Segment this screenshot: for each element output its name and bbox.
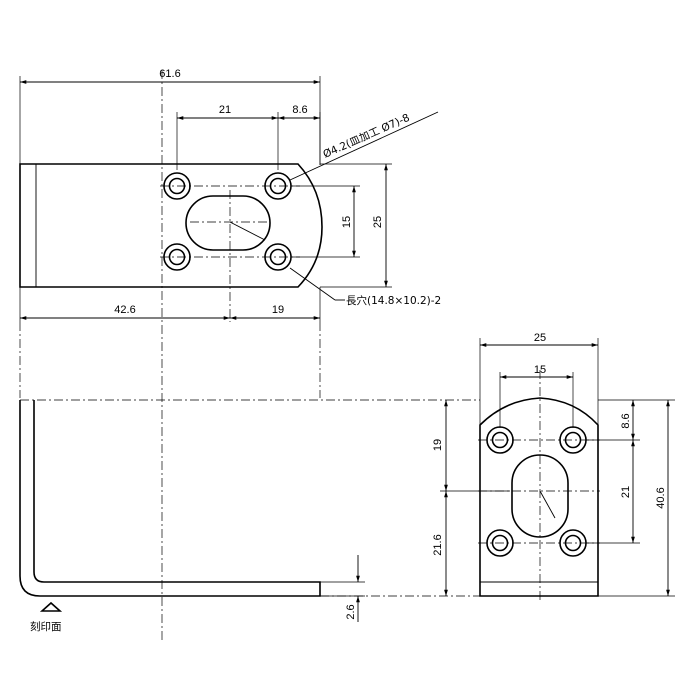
hole-top-right <box>264 172 292 200</box>
dim-hole-spacing-h: 21 <box>219 104 231 116</box>
dim-hole-offset-edge: 8.6 <box>292 104 307 116</box>
marking-surface-triangle-icon <box>39 601 63 612</box>
side-dim-top-offset: 8.6 <box>620 413 632 428</box>
dim-overall-width: 61.6 <box>159 68 180 80</box>
marking-surface-label: 刻印面 <box>30 620 62 633</box>
hole-bottom-left <box>163 243 191 271</box>
top-plate-outline <box>19 163 323 288</box>
slot-top-view <box>185 195 271 251</box>
hole-note: Ø4.2(皿加工 Ø7)-8 <box>321 112 411 161</box>
side-view: 25 15 8.6 21 40.6 19 21.6 <box>432 332 675 600</box>
dim-plate-width: 25 <box>372 216 384 228</box>
side-dim-upper-height: 19 <box>432 439 444 451</box>
side-dim-plate-width: 25 <box>534 332 546 344</box>
slot-side-view <box>511 454 569 538</box>
hole-top-left <box>163 172 191 200</box>
dim-slot-to-edge: 19 <box>272 304 284 316</box>
slot-note: 長穴(14.8×10.2)-2 <box>346 294 441 307</box>
dim-hole-spacing-v: 15 <box>341 216 353 228</box>
hole-bottom-right <box>264 243 292 271</box>
side-hole-bottom-left <box>486 529 514 557</box>
dim-thickness: 2.6 <box>345 604 357 619</box>
side-dim-lower-height: 21.6 <box>432 534 444 555</box>
side-dim-overall-height: 40.6 <box>655 487 667 508</box>
side-plate-outline <box>479 397 599 597</box>
angle-profile <box>19 400 321 597</box>
dim-left-to-slot: 42.6 <box>114 304 135 316</box>
side-dim-hole-spacing-h: 15 <box>534 364 546 376</box>
top-view: 61.6 21 8.6 <box>19 68 441 640</box>
front-view: 2.6 刻印面 <box>19 400 365 633</box>
side-dim-hole-spacing-v: 21 <box>620 486 632 498</box>
